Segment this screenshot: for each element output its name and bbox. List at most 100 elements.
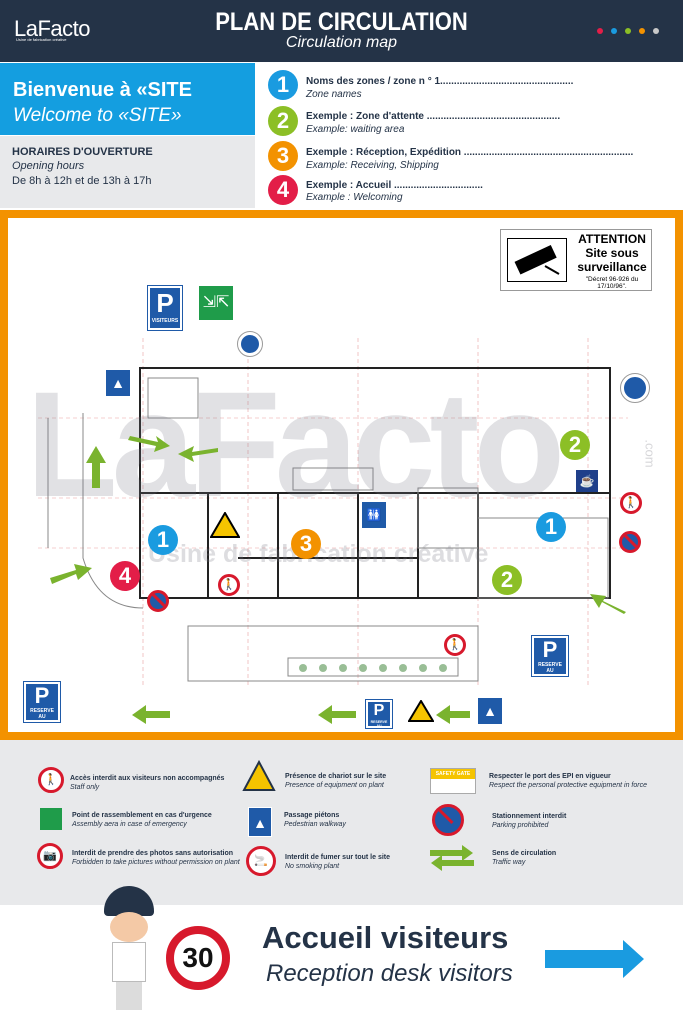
legend-title: Accès interdit aux visiteurs non accompa… <box>70 775 225 782</box>
hours-subtitle: Opening hours <box>12 160 85 172</box>
visitor-parking-sign: P VISITEURS <box>147 285 183 331</box>
mascot-body <box>112 942 146 982</box>
hours-title: HORAIRES D'OUVERTURE <box>12 146 153 158</box>
page-title: PLAN DE CIRCULATION <box>215 8 468 36</box>
footer-subtitle: Reception desk visitors <box>266 960 513 987</box>
zone-sub: Zone names <box>306 89 362 100</box>
zone-2-badge: 2 <box>560 430 590 460</box>
parking-letter: P <box>542 637 558 662</box>
attention-title: ATTENTION <box>578 232 646 246</box>
legend-panel: 🚶 Accès interdit aux visiteurs non accom… <box>0 740 683 905</box>
legend-sub: Traffic way <box>492 859 526 866</box>
ppe-mandatory-icon <box>237 331 263 357</box>
zone-label: Exemple : Réception, Expédition ........… <box>306 147 634 158</box>
traffic-arrow <box>590 594 626 614</box>
attention-line1: Site sous <box>585 246 639 260</box>
legend-title: Interdit de prendre des photos sans auto… <box>72 850 234 857</box>
traffic-arrows-icon <box>430 845 474 871</box>
reserved-parking-sign: P RESERVE AU PERSONNEL <box>365 699 393 732</box>
traffic-arrow <box>132 705 170 724</box>
color-dot <box>639 28 645 34</box>
floor-plan-drawing <box>38 338 628 688</box>
legend-sub: Pedestrian walkway <box>284 821 346 828</box>
safety-gate-label: SAFETY GATE <box>431 769 475 779</box>
zone-1-badge: 1 <box>148 525 178 555</box>
no-pedestrian-icon: 🚶 <box>620 492 642 514</box>
forklift-warning-icon <box>210 512 240 538</box>
no-pedestrian-icon: 🚶 <box>38 767 64 793</box>
no-photo-icon: 📷 <box>37 843 63 869</box>
zone-sub: Example : Welcoming <box>306 192 403 203</box>
mascot-illustration <box>98 886 158 1016</box>
legend-sub: Staff only <box>70 784 100 791</box>
legend-sub: Assembly aera in case of emergency <box>72 821 187 828</box>
no-smoking-icon: 🚬 <box>246 846 276 876</box>
mascot-face <box>110 912 148 942</box>
zone-1-badge: 1 <box>536 512 566 542</box>
mascot-legs <box>116 982 142 1010</box>
zone-label: Exemple : Zone d'attente ...............… <box>306 111 561 122</box>
legend-title: Interdit de fumer sur tout le site <box>285 854 391 861</box>
floor-plan-map: LaFacto Usine de fabrication créative .c… <box>0 210 683 740</box>
legend-title: Présence de chariot sur le site <box>285 773 387 780</box>
forklift-warning-icon <box>242 760 276 791</box>
welcome-title: Bienvenue à «SITE <box>13 79 192 101</box>
header: LaFacto Usine de fabrication créative PL… <box>0 0 683 62</box>
opening-hours-panel: HORAIRES D'OUVERTURE Opening hours De 8h… <box>0 136 255 208</box>
pedestrian-crossing-icon: ▲ <box>478 698 502 724</box>
zone-badge: 1 <box>268 70 298 100</box>
legend-title: Stationnement interdit <box>492 813 567 820</box>
no-pedestrian-icon: 🚶 <box>444 634 466 656</box>
zone-sub: Example: waiting area <box>306 124 405 135</box>
legend-title: Respecter le port des EPI en vigueur <box>489 773 611 780</box>
coffee-icon: ☕ <box>576 470 598 492</box>
hours-value: De 8h à 12h et de 13h à 17h <box>12 175 152 187</box>
traffic-arrow <box>436 705 470 724</box>
zone-4-badge: 4 <box>110 561 140 591</box>
assembly-point-icon <box>40 808 62 830</box>
zone-badge: 4 <box>268 175 298 205</box>
color-dot <box>597 28 603 34</box>
speed-limit-sign: 30 <box>166 926 230 990</box>
restroom-icon: 🚻 <box>362 502 386 528</box>
color-dot <box>625 28 631 34</box>
zone-sub: Example: Receiving, Shipping <box>306 160 439 171</box>
parking-label: RESERVE AU PERSONNEL <box>26 708 58 726</box>
reserved-parking-sign: P RESERVE AU PERSONNEL <box>531 635 569 680</box>
parking-label: VISITEURS <box>151 318 179 324</box>
legend-sub: Parking prohibited <box>492 822 549 829</box>
legend-sub: No smoking plant <box>285 863 340 870</box>
forklift-warning-icon <box>408 700 434 722</box>
logo-tagline: Usine de fabrication créative <box>16 37 67 42</box>
legend-title: Passage piétons <box>284 812 340 819</box>
camera-icon <box>507 238 567 282</box>
parking-letter: P <box>34 683 50 708</box>
footer-title: Accueil visiteurs <box>262 920 509 955</box>
parking-label: RESERVE AU PERSONNEL <box>534 662 566 680</box>
attention-line2: surveillance <box>577 260 647 274</box>
zone-label: Noms des zones / zone n ° 1.............… <box>306 76 574 87</box>
welcome-subtitle: Welcome to «SITE» <box>13 105 182 126</box>
assembly-point-icon: ⇲⇱ <box>199 286 233 320</box>
legend-sub: Respect the personal protective equipmen… <box>489 782 647 789</box>
no-pedestrian-icon: 🚶 <box>218 574 240 596</box>
zone-2-badge: 2 <box>492 565 522 595</box>
legend-sub: Forbidden to take pictures without permi… <box>72 859 240 866</box>
ppe-mandatory-icon <box>620 373 650 403</box>
page-subtitle: Circulation map <box>285 34 398 51</box>
traffic-arrow <box>128 436 170 452</box>
pedestrian-crossing-icon: ▲ <box>248 807 272 837</box>
no-parking-icon <box>619 531 641 553</box>
welcome-panel: Bienvenue à «SITE Welcome to «SITE» <box>0 63 255 135</box>
no-parking-icon <box>147 590 169 612</box>
attention-decree: "Décret 96-926 du 17/10/96". <box>585 276 639 290</box>
pedestrian-crossing-icon: ▲ <box>106 370 130 396</box>
logo: LaFacto <box>14 16 91 41</box>
traffic-arrow <box>50 564 92 584</box>
zone-label: Exemple : Accueil ......................… <box>306 180 483 191</box>
traffic-arrow <box>318 705 356 724</box>
direction-arrow-icon <box>545 940 644 978</box>
reserved-parking-sign: P RESERVE AU PERSONNEL <box>23 681 61 726</box>
color-dot <box>611 28 617 34</box>
legend-sub: Presence of equipment on plant <box>285 782 384 789</box>
